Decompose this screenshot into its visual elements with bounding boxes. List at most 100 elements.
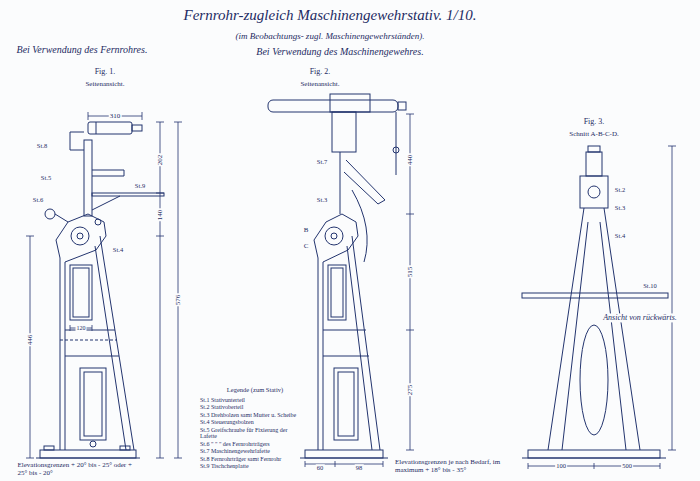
fig1-stand-part	[70, 132, 84, 150]
fig2-stand-part	[331, 268, 343, 317]
dimension: 202	[156, 154, 164, 167]
figure-number: Fig. 3.	[583, 117, 606, 126]
fig2-stand-part	[334, 368, 358, 440]
legend-entry: St.1 Stativunterteil	[200, 397, 302, 404]
fig1-stand-part	[95, 236, 134, 450]
callout-number: St.2	[614, 186, 626, 193]
callout-number: St.9	[134, 182, 146, 189]
fig1-stand-part	[44, 446, 54, 450]
fig2-stand-part	[340, 152, 341, 214]
dimension-lines-part	[26, 236, 34, 458]
fig1-stand-part	[77, 233, 83, 239]
fig2-stand-part	[338, 372, 354, 436]
figure-caption: Seitenansicht.	[84, 80, 125, 88]
fig3-stand-part	[562, 222, 626, 450]
fig1-stand-part	[132, 125, 142, 131]
legend-entry: St.8 Fernrohrträger samt Fernrohr	[200, 456, 302, 463]
dimension-lines-part	[88, 112, 142, 120]
fig1-stand-part	[60, 340, 117, 341]
callout-number: St.3	[316, 196, 328, 203]
figure-number: Fig. 1.	[94, 67, 117, 76]
fig1-stand-part	[36, 458, 140, 459]
fig1-stand-part	[71, 227, 89, 245]
fig2-stand-part	[344, 160, 385, 204]
fig3-stand-part	[580, 325, 608, 435]
dimension-lines-part	[528, 463, 660, 469]
fig1-stand-part	[40, 450, 136, 458]
fig3-stand-part	[548, 208, 640, 450]
fig1-stand-part	[84, 372, 102, 436]
dimension: 98	[355, 464, 364, 471]
fig1-stand-part	[92, 170, 124, 176]
callout-number: St.7	[316, 158, 328, 165]
drawing-title: Fernrohr-zugleich Maschinengewehrstativ.…	[183, 7, 478, 24]
view-note: Ansicht von rückwärts.	[602, 313, 678, 322]
fig1-stand-part	[80, 368, 106, 440]
dimension: 120	[76, 325, 87, 332]
fig2-stand-part	[268, 100, 398, 112]
fig2-stand-part	[305, 450, 383, 458]
fig2-stand-part	[396, 112, 397, 175]
fig2-stand-part	[347, 236, 380, 450]
fig1-stand-part	[88, 122, 132, 134]
dimension-lines-part	[406, 114, 414, 450]
elevation-note: Elevationsgrenzen + 20° bis - 25° oder +…	[17, 461, 144, 477]
fig2-stand	[268, 94, 406, 458]
fig3-stand-part	[580, 176, 608, 208]
callout-number: St.3	[614, 204, 626, 211]
legend-entry: St.6 " " " des Fernrohrträgers	[200, 441, 302, 448]
callout-letter: B	[303, 226, 310, 234]
fig1-stand-part	[95, 219, 101, 225]
fig1-stand-part	[56, 214, 106, 262]
fig2-stand-part	[325, 227, 343, 245]
fig2-stand-part	[332, 112, 356, 152]
callout-number: St.4	[112, 246, 124, 253]
callout-number: St.8	[36, 142, 48, 149]
dimension-lines-part	[70, 325, 92, 331]
section-heading: Bei Verwendung des Maschinengewehres.	[255, 46, 424, 58]
legend-entry: St.4 Steuerungsbolzen	[200, 419, 302, 426]
fig1-stand-part	[90, 441, 96, 447]
figure-caption: Seitenansicht.	[299, 80, 340, 88]
legend-entry: St.2 Stativoberteil	[200, 404, 302, 411]
fig1-stand-part	[65, 330, 119, 356]
fig1-stand-part	[92, 196, 120, 210]
legend-entry: St.3 Drehbolzen samt Mutter u. Scheibe	[200, 412, 302, 419]
dimension: 275	[406, 384, 414, 397]
dimension: 576	[174, 294, 182, 307]
legend-heading: Legende (zum Stativ)	[226, 386, 284, 393]
dimension: 446	[26, 334, 34, 347]
dimension-lines-part	[156, 122, 164, 458]
dimension: 140	[156, 209, 164, 222]
fig1-stand-part	[60, 258, 65, 450]
fig1-stand-part	[92, 193, 164, 196]
fig2-stand-part	[352, 190, 367, 262]
fig2-stand-part	[330, 94, 370, 112]
callout-number: St.6	[32, 196, 44, 203]
fig1-stand	[36, 122, 164, 458]
fig3-stand-part	[528, 450, 660, 458]
fig3-stand-part	[586, 152, 602, 176]
section-heading: Bei Verwendung des Fernrohres.	[16, 44, 149, 56]
fig2-stand-part	[398, 102, 406, 110]
dimension: 310	[109, 112, 122, 120]
callout-number: St.4	[614, 232, 626, 239]
fig3-stand-part	[588, 186, 600, 198]
legend-entry: St.5 Greifschraube für Fixierung der Laf…	[200, 427, 302, 441]
legend-entry: St.7 Maschinengewehrlafette	[200, 448, 302, 455]
fig2-stand-part	[323, 330, 369, 356]
dimension: 440	[406, 154, 414, 167]
dimension: 100	[555, 462, 567, 469]
fig2-stand-part	[328, 265, 346, 320]
legend-entry: St.9 Tischchenplatte	[200, 463, 302, 470]
dimension-lines-part	[174, 122, 182, 458]
callout-number: St.5	[40, 174, 52, 181]
elevation-note: Elevationsgrenzen je nach Bedarf, im max…	[394, 458, 516, 474]
callout-letter: C	[303, 242, 310, 250]
fig1-stand-part	[70, 265, 92, 320]
subtitle: (im Beobachtungs- zugl. Maschinengewehrs…	[234, 31, 425, 41]
fig2-stand-part	[314, 214, 358, 262]
figure-caption: Schnitt A-B-C-D.	[568, 130, 619, 138]
fig3-stand-part	[522, 458, 666, 459]
fig2-stand-part	[318, 258, 323, 450]
